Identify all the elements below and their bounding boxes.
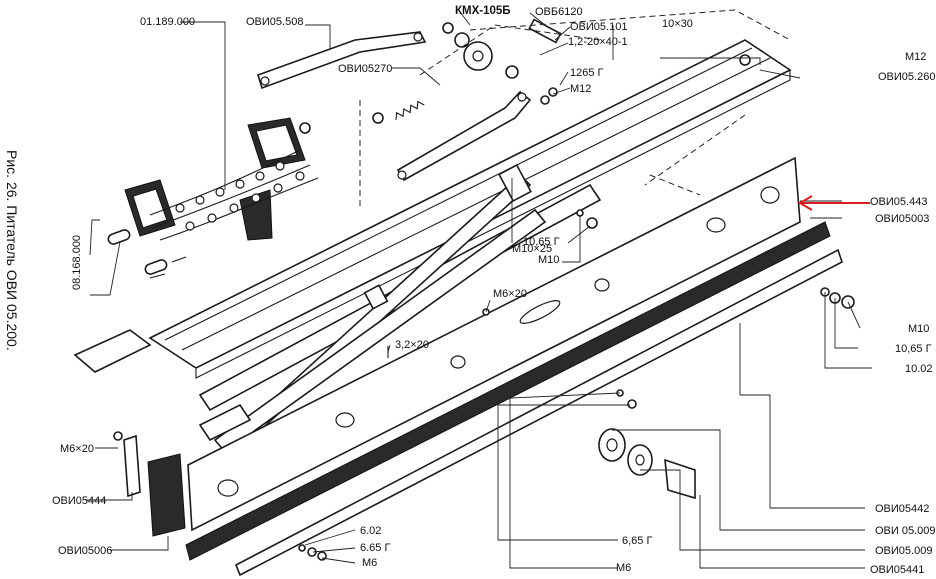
chain-link-loose-2 [144, 259, 168, 275]
label-ovi05508: ОВИ05.508 [246, 16, 303, 28]
label-m6x20-left: М6×20 [60, 443, 94, 455]
label-m10x25: М10×25 [512, 243, 552, 255]
dashed-guides [359, 9, 791, 210]
part-labels: 01.189.000 ОВИ05.508 КМХ-105Б ОВБ6120 ОВ… [52, 5, 936, 576]
label-m10-mid: М10 [538, 254, 559, 266]
label-washer-1065-right: 10,65 Г [895, 343, 932, 355]
chain-block-3 [239, 189, 273, 241]
label-ovi05009-a: ОВИ 05.009 [875, 525, 936, 537]
side-panel [187, 156, 801, 532]
frame-left-end [73, 329, 152, 373]
angle-rail [234, 248, 843, 577]
tension-spring [395, 100, 425, 121]
label-ovi05009-b: ОВИ05.009 [875, 545, 932, 557]
top-linkage [257, 18, 751, 182]
main-frame [73, 39, 792, 454]
frame-rail-edge [195, 70, 791, 379]
label-m12-top-right: М12 [905, 51, 926, 63]
label-01189000: 01.189.000 [140, 16, 195, 28]
chain-assembly [107, 117, 319, 279]
strap-ovi05444 [123, 434, 141, 498]
label-m10-right: М10 [908, 323, 929, 335]
label-m6-center: М6 [616, 562, 631, 574]
label-ovi05443: ОВИ05.443 [870, 196, 927, 208]
label-washer-665-left: 6.65 Г [360, 542, 390, 554]
shaft-ovb6120 [528, 18, 562, 44]
angle-rail-bar [234, 248, 843, 577]
label-602: 6.02 [360, 525, 381, 537]
roller-chain [149, 149, 319, 241]
red-arrow [798, 195, 870, 211]
label-ovb6120: ОВБ6120 [535, 6, 583, 18]
fasteners [113, 209, 855, 561]
label-washer-1065-mid: 10,65 Г [523, 236, 560, 248]
label-ovi05003: ОВИ05003 [875, 213, 929, 225]
left-parts [123, 434, 186, 537]
label-m6-left: М6 [362, 557, 377, 569]
label-ovi05101: ОВИ05.101 [570, 21, 627, 33]
brush-strip-bar [185, 221, 831, 561]
label-10x30: 10×30 [662, 18, 693, 30]
label-ovi05260: ОВИ05.260 [878, 71, 935, 83]
label-08168000: 08.168.000 [71, 235, 83, 290]
label-ovi05441: ОВИ05441 [870, 564, 924, 576]
label-m6x20-mid: М6×20 [493, 288, 527, 300]
bushing [454, 32, 470, 48]
chain-link-loose-1 [107, 229, 131, 245]
side-panel-slot [519, 300, 561, 324]
label-ovi05444: ОВИ05444 [52, 495, 106, 507]
arm-ovi05260 [396, 90, 532, 182]
leader-lines [85, 11, 872, 569]
label-bolt-1-2: 1,2-20×40-1 [568, 36, 628, 48]
label-washer-665-center: 6,65 Г [622, 535, 652, 547]
label-washer-1265: 1265 Г [570, 67, 604, 79]
pad-ovi05006 [147, 453, 186, 537]
roller-group [598, 428, 696, 500]
label-ovi05270: ОВИ05270 [338, 63, 392, 75]
label-pin-3-2: 3,2×20 [395, 339, 429, 351]
frame-upright [498, 163, 532, 203]
label-ovi05006: ОВИ05006 [58, 545, 112, 557]
arm-ovi05508 [257, 31, 427, 90]
brush-strip [185, 221, 831, 561]
label-m12-mid: М12 [570, 83, 591, 95]
frame-cross-pin [363, 284, 389, 310]
label-kmx1055: КМХ-105Б [455, 5, 511, 17]
frame-left-foot [198, 403, 252, 442]
label-1002: 10.02 [905, 363, 933, 375]
label-ovi05442: ОВИ05442 [875, 503, 929, 515]
side-panel-plate [187, 156, 801, 532]
